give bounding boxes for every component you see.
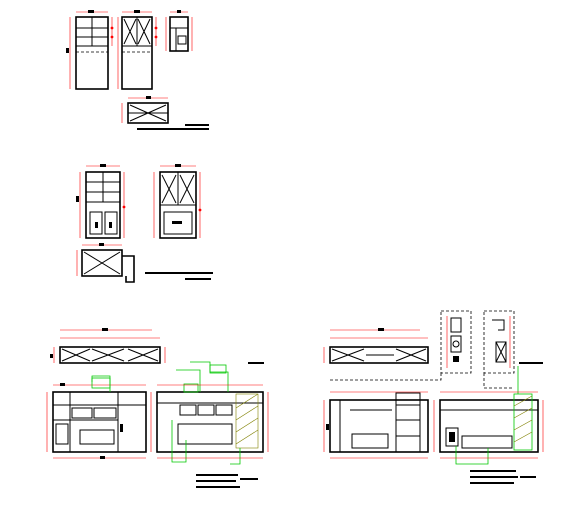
drawing-group-1: [66, 10, 209, 130]
title-block-3: [196, 474, 240, 488]
elevation-right-4: [433, 391, 544, 465]
detail-a: [440, 310, 472, 374]
front-elevation-c: [76, 164, 126, 239]
plan-view-3: [50, 328, 166, 364]
plan-view-1: [121, 96, 169, 124]
elevation-left-4: [323, 391, 429, 459]
detail-b: [483, 310, 515, 374]
drawing-group-2: [76, 164, 213, 283]
front-elevation-b: [117, 10, 158, 90]
elevation-left-3: [46, 375, 147, 459]
title-block-1: [137, 124, 209, 130]
elevation-right-3: [150, 361, 269, 480]
drawing-group-3: [46, 328, 269, 488]
plan-view-2: [76, 243, 135, 283]
plan-view-4: [323, 328, 429, 364]
title-block-4: [470, 470, 536, 484]
front-elevation-a: [66, 10, 114, 90]
connector-lines-4: [330, 362, 543, 394]
side-section: [165, 10, 193, 52]
front-elevation-d: [153, 164, 202, 239]
drawing-group-4: [323, 310, 544, 484]
title-block-2: [145, 272, 213, 280]
